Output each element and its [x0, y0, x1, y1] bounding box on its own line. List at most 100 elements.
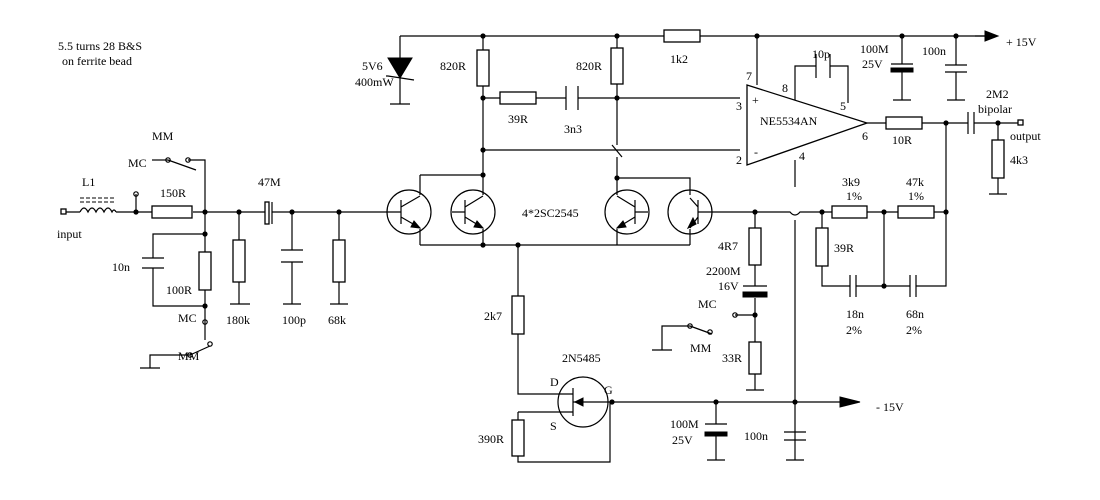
inductor-label: L1	[82, 175, 95, 189]
terminals	[60, 119, 1024, 215]
opamp-pin2: 2	[736, 153, 742, 167]
zener-diode	[386, 57, 415, 104]
label-39r-shunt: 39R	[834, 241, 854, 255]
resistor-1k2	[663, 29, 701, 43]
label-4r7: 4R7	[718, 239, 738, 253]
op-amp	[746, 84, 870, 166]
jfet-gate-label: G	[604, 383, 613, 397]
capacitor-100m-neg	[704, 423, 728, 437]
output-label: output	[1010, 129, 1041, 143]
capacitor-47m	[264, 201, 273, 225]
note-line-1: 5.5 turns 28 B&S	[58, 39, 142, 53]
label-1k2: 1k2	[670, 52, 688, 66]
resistor-2k7	[511, 295, 525, 335]
label-2200m: 2200M	[706, 264, 741, 278]
input-label: input	[57, 227, 82, 241]
switch-label-mc-right: MC	[698, 297, 717, 311]
label-47k-tol: 1%	[908, 189, 924, 203]
wiring	[66, 35, 1018, 463]
capacitor-18n	[849, 275, 857, 297]
label-25v-neg: 25V	[672, 433, 693, 447]
resistors	[151, 29, 1005, 457]
switch-label-mc-top: MC	[128, 156, 147, 170]
label-3n3: 3n3	[564, 122, 582, 136]
resistor-3k9	[831, 205, 868, 219]
label-68n-tol: 2%	[906, 323, 922, 337]
label-39r-comp: 39R	[508, 112, 528, 126]
capacitor-100n-neg	[784, 431, 806, 441]
capacitors	[142, 54, 975, 441]
capacitor-2m2	[967, 112, 975, 134]
label-47k: 47k	[906, 175, 924, 189]
transistor-pair-label: 4*2SC2545	[522, 206, 579, 220]
switches	[133, 157, 738, 358]
opamp-pin4: 4	[799, 149, 805, 163]
switch-label-mm-right: MM	[690, 341, 712, 355]
opamp-pin5: 5	[840, 99, 846, 113]
resistor-68k	[332, 239, 346, 283]
inductor-l1	[79, 197, 117, 214]
label-25v-pos: 25V	[862, 57, 883, 71]
label-10n: 10n	[112, 260, 130, 274]
resistor-4r7	[748, 227, 762, 266]
supply-arrows	[839, 30, 1000, 408]
positive-rail-label: + 15V	[1006, 35, 1037, 49]
capacitor-10n	[142, 257, 164, 269]
resistor-33r	[748, 341, 762, 375]
capacitor-3n3	[565, 86, 579, 110]
label-180k: 180k	[226, 313, 250, 327]
switch-left-top	[165, 157, 197, 171]
jfet-drain-label: D	[550, 375, 559, 389]
note-line-2: on ferrite bead	[62, 54, 132, 68]
label-4k3: 4k3	[1010, 153, 1028, 167]
label-390r: 390R	[478, 432, 504, 446]
junctions	[133, 33, 1001, 405]
ground-symbols	[140, 99, 1007, 461]
capacitor-2200m	[742, 285, 768, 298]
negative-rail-arrow	[839, 396, 861, 408]
capacitor-100p	[281, 249, 303, 263]
negative-rail-label: - 15V	[876, 400, 904, 414]
opamp-part-label: NE5534AN	[760, 114, 818, 128]
resistor-39r-comp	[499, 91, 537, 105]
label-33r: 33R	[722, 351, 742, 365]
transistor-q1	[386, 189, 432, 235]
mc-terminal	[133, 191, 139, 197]
label-100p: 100p	[282, 313, 306, 327]
opamp-plus: +	[752, 93, 759, 107]
resistor-180k	[232, 239, 246, 283]
label-150r: 150R	[160, 186, 186, 200]
switch-label-mc-bottom: MC	[178, 311, 197, 325]
input-terminal	[60, 208, 67, 215]
label-bipolar: bipolar	[978, 102, 1012, 116]
switch-right	[687, 312, 738, 335]
resistor-820r-right	[610, 47, 624, 85]
label-820r-left: 820R	[440, 59, 466, 73]
resistor-47k	[897, 205, 935, 219]
output-terminal	[1017, 119, 1024, 126]
label-10p: 10p	[812, 47, 830, 61]
capacitor-100n-pos	[945, 64, 967, 73]
label-100m-pos: 100M	[860, 42, 889, 56]
resistor-10r	[885, 116, 923, 130]
zener-power-label: 400mW	[355, 75, 394, 89]
label-100r: 100R	[166, 283, 192, 297]
resistor-39r-shunt	[815, 227, 829, 267]
capacitor-10p	[815, 54, 831, 78]
label-68n: 68n	[906, 307, 924, 321]
jfet-label: 2N5485	[562, 351, 601, 365]
opamp-minus: -	[754, 145, 758, 159]
resistor-100r	[198, 251, 212, 291]
label-16v: 16V	[718, 279, 739, 293]
switch-label-mm-top: MM	[152, 129, 174, 143]
label-820r-right: 820R	[576, 59, 602, 73]
label-47m: 47M	[258, 175, 281, 189]
label-3k9-tol: 1%	[846, 189, 862, 203]
label-100n-neg: 100n	[744, 429, 768, 443]
jfet	[557, 376, 609, 428]
label-2k7: 2k7	[484, 309, 502, 323]
opamp-pin7: 7	[746, 69, 752, 83]
switch-label-mm-bottom: MM	[178, 349, 200, 363]
jfet-source-label: S	[550, 419, 557, 433]
